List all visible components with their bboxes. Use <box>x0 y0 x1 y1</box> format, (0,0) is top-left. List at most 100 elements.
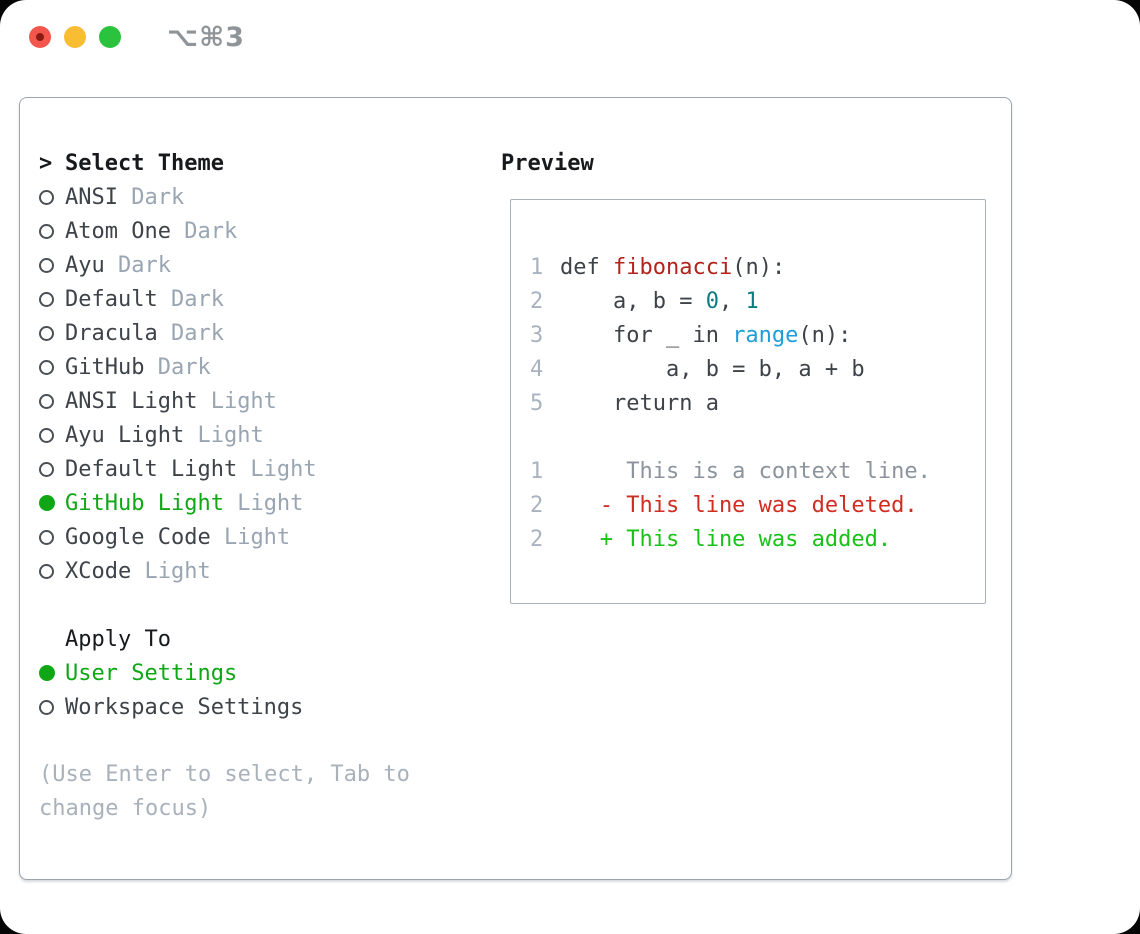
theme-option-label: Dracula <box>65 320 158 346</box>
code-token-code: for _ in <box>560 322 733 348</box>
line-number: 2 <box>530 526 544 552</box>
code-token-code: (n): <box>798 322 852 348</box>
theme-option-atom-one[interactable]: Atom One Dark <box>39 214 501 248</box>
apply-option-label: Workspace Settings <box>65 694 304 720</box>
theme-variant-label: Dark <box>117 184 185 210</box>
spacer <box>39 588 501 622</box>
code-token-builtin: range <box>732 322 799 348</box>
code-line: 1 This is a context line. <box>530 454 985 488</box>
code-token-added: + This line was added. <box>560 526 892 552</box>
theme-option-default[interactable]: Default Dark <box>39 282 501 316</box>
code-line: 4 a, b = b, a + b <box>530 352 985 386</box>
theme-variant-label: Light <box>197 388 277 414</box>
code-token-func: fibonacci <box>612 254 733 280</box>
theme-option-ayu[interactable]: Ayu Dark <box>39 248 501 282</box>
zoom-button[interactable] <box>99 26 121 48</box>
theme-option-google-code[interactable]: Google Code Light <box>39 520 501 554</box>
code-line: 2 - This line was deleted. <box>530 488 985 522</box>
minimize-button[interactable] <box>64 26 86 48</box>
code-token-code: def <box>560 254 613 280</box>
code-line: 2 a, b = 0, 1 <box>530 284 985 318</box>
theme-option-github-light[interactable]: GitHub Light Light <box>39 486 501 520</box>
radio-icon <box>39 189 65 205</box>
keyboard-hint: (Use Enter to select, Tab to change focu… <box>39 762 410 821</box>
line-number: 2 <box>530 288 544 314</box>
apply-to-header: Apply To <box>39 622 501 656</box>
radio-icon <box>39 529 65 545</box>
close-button[interactable] <box>29 26 51 48</box>
radio-icon <box>39 223 65 239</box>
radio-icon <box>39 563 65 579</box>
code-token-code: a, b = b, a + b <box>560 356 865 382</box>
theme-option-default-light[interactable]: Default Light Light <box>39 452 501 486</box>
radio-selected-icon <box>39 665 65 681</box>
code-line: 5 return a <box>530 386 985 420</box>
theme-option-ansi[interactable]: ANSI Dark <box>39 180 501 214</box>
apply-option-label: User Settings <box>65 660 238 686</box>
theme-option-label: Default <box>65 286 158 312</box>
radio-icon <box>39 461 65 477</box>
code-token-code: (n): <box>732 254 786 280</box>
code-token-num: 0 <box>705 288 719 314</box>
theme-variant-label: Light <box>237 456 317 482</box>
radio-icon <box>39 359 65 375</box>
theme-option-label: ANSI Light <box>65 388 198 414</box>
code-token-context: This is a context line. <box>560 458 931 484</box>
code-line: 3 for _ in range(n): <box>530 318 985 352</box>
apply-option-user-settings[interactable]: User Settings <box>39 656 501 690</box>
code-line: 1 def fibonacci(n): <box>530 250 985 284</box>
radio-icon <box>39 699 65 715</box>
focus-pointer-icon: > <box>39 150 53 176</box>
theme-option-label: Atom One <box>65 218 171 244</box>
select-theme-label: Select Theme <box>65 150 224 176</box>
code-line: 2 + This line was added. <box>530 522 985 556</box>
theme-variant-label: Light <box>131 558 211 584</box>
theme-option-label: GitHub Light <box>65 490 224 516</box>
line-number: 3 <box>530 322 544 348</box>
theme-variant-label: Dark <box>170 218 238 244</box>
radio-icon <box>39 427 65 443</box>
apply-option-workspace-settings[interactable]: Workspace Settings <box>39 690 501 724</box>
radio-icon <box>39 257 65 273</box>
traffic-lights <box>29 26 121 48</box>
line-number: 2 <box>530 492 544 518</box>
theme-variant-label: Dark <box>157 320 224 346</box>
theme-option-ayu-light[interactable]: Ayu Light Light <box>39 418 501 452</box>
title-bar: ⌥⌘3 <box>0 0 1140 72</box>
theme-option-label: Default Light <box>65 456 238 482</box>
theme-option-xcode[interactable]: XCode Light <box>39 554 501 588</box>
theme-option-github[interactable]: GitHub Dark <box>39 350 501 384</box>
theme-variant-label: Light <box>210 524 291 550</box>
radio-icon <box>39 393 65 409</box>
code-token-code: , <box>718 288 746 314</box>
theme-option-label: Ayu Light <box>65 422 185 448</box>
window-title: ⌥⌘3 <box>167 22 245 53</box>
theme-variant-label: Dark <box>157 286 224 312</box>
code-token-deleted: - This line was deleted. <box>560 492 918 518</box>
theme-option-label: XCode <box>65 558 132 584</box>
line-number: 1 <box>530 458 544 484</box>
theme-variant-label: Dark <box>104 252 171 278</box>
theme-option-dracula[interactable]: Dracula Dark <box>39 316 501 350</box>
line-number: 1 <box>530 254 544 280</box>
spacer <box>39 724 501 758</box>
radio-icon <box>39 291 65 307</box>
select-theme-header: > Select Theme <box>39 146 501 180</box>
code-token-code: return a <box>560 390 719 416</box>
theme-option-label: ANSI <box>65 184 118 210</box>
radio-selected-icon <box>39 495 65 511</box>
line-number: 4 <box>530 356 544 382</box>
theme-variant-label: Light <box>184 422 264 448</box>
theme-variant-label: Dark <box>144 354 211 380</box>
theme-option-ansi-light[interactable]: ANSI Light Light <box>39 384 501 418</box>
theme-option-label: Google Code <box>65 524 211 550</box>
line-number: 5 <box>530 390 544 416</box>
